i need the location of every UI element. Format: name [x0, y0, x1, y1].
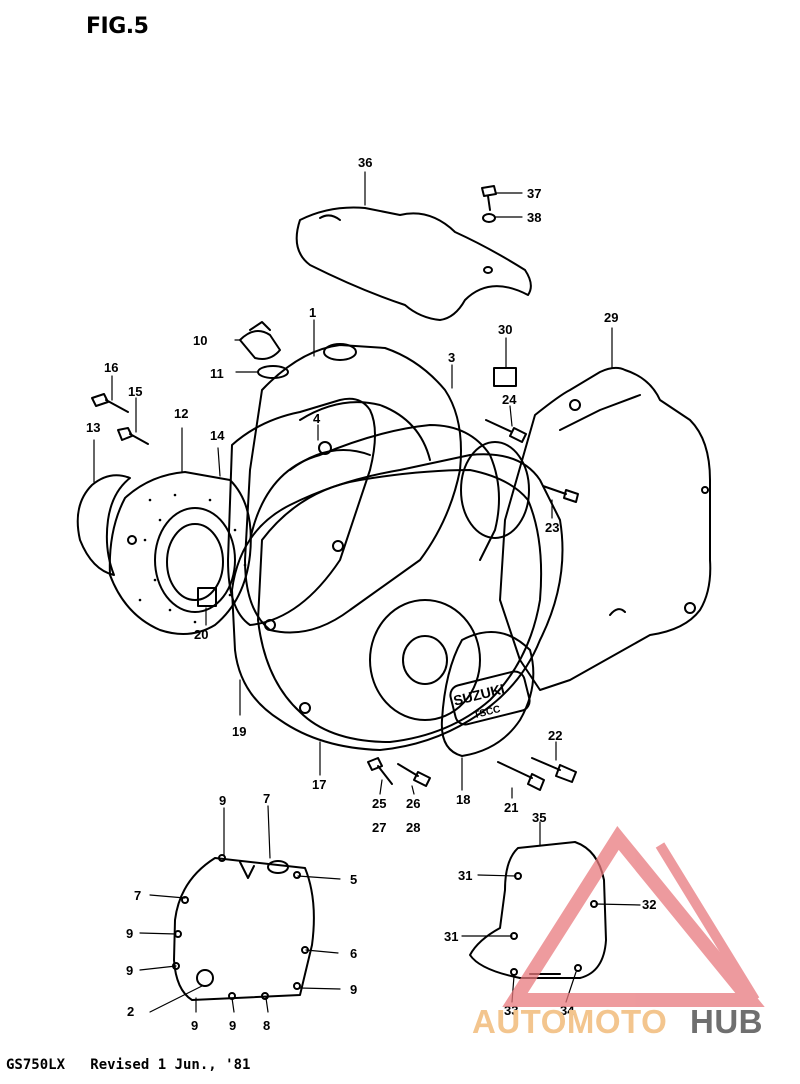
callout-22: 22: [548, 728, 562, 743]
dowel-20: [197, 587, 217, 607]
bolt-15: [117, 427, 149, 445]
bolt-21: [497, 761, 545, 791]
bolt-25: [367, 757, 393, 785]
callout-4: 4: [313, 411, 321, 426]
rear-cover-29: [499, 366, 712, 691]
gasket-13: [76, 474, 131, 576]
lower-gasket: [173, 857, 315, 1001]
watermark-text-right: HUB: [690, 1003, 763, 1040]
dowel-30: [493, 367, 517, 387]
callout-38: 38: [527, 210, 541, 225]
callout-7-left: 7: [134, 888, 141, 903]
callout-35: 35: [532, 810, 546, 825]
callout-9-left-2: 9: [126, 963, 133, 978]
callout-14: 14: [210, 428, 225, 443]
callout-2: 2: [127, 1004, 134, 1019]
callout-36: 36: [358, 155, 372, 170]
callout-21: 21: [504, 800, 518, 815]
callout-19: 19: [232, 724, 246, 739]
top-cover-plate: [295, 206, 532, 321]
callout-18: 18: [456, 792, 470, 807]
o-ring-11: [257, 365, 289, 379]
figure-title: FIG.5: [86, 14, 149, 39]
callout-27: 27: [372, 820, 386, 835]
callout-23: 23: [545, 520, 559, 535]
callout-28: 28: [406, 820, 420, 835]
callout-25: 25: [372, 796, 386, 811]
callout-24: 24: [502, 392, 517, 407]
bolt-24: [485, 419, 527, 443]
bolt-26: [397, 763, 431, 787]
callout-9-top: 9: [219, 793, 226, 808]
gasket-14: [227, 397, 376, 626]
callout-9-left-1: 9: [126, 926, 133, 941]
callout-13: 13: [86, 420, 100, 435]
callout-31-bottom: 31: [444, 929, 458, 944]
callout-31-top: 31: [458, 868, 472, 883]
callout-7-top: 7: [263, 791, 270, 806]
callout-26: 26: [406, 796, 420, 811]
callout-37: 37: [527, 186, 541, 201]
crankcase-cover-1: [244, 344, 462, 634]
callout-30: 30: [498, 322, 512, 337]
callout-9-bottom-2: 9: [229, 1018, 236, 1033]
callout-8: 8: [263, 1018, 270, 1033]
callout-9-right: 9: [350, 982, 357, 997]
washer-38: [482, 213, 496, 223]
watermark-logo: [502, 826, 765, 1007]
figure-footer: GS750LX Revised 1 Jun., '81: [6, 1057, 251, 1073]
callout-12: 12: [174, 406, 188, 421]
watermark-text-left: AUTOMOTO: [472, 1003, 668, 1040]
bolt-23: [542, 485, 579, 503]
badge-cover-18: [440, 631, 535, 757]
generator-cover-17: [257, 469, 543, 743]
gasket-3: [249, 424, 500, 561]
bolt-22: [531, 757, 577, 783]
callout-6: 6: [350, 946, 357, 961]
callout-1: 1: [309, 305, 316, 320]
bolt-16: [91, 393, 129, 413]
callout-10: 10: [193, 333, 207, 348]
oil-filler-cap: [239, 321, 281, 360]
callout-16: 16: [104, 360, 118, 375]
callout-17: 17: [312, 777, 326, 792]
bolt-37: [481, 185, 497, 211]
callout-20: 20: [194, 627, 208, 642]
callout-32: 32: [642, 897, 656, 912]
callout-29: 29: [604, 310, 618, 325]
clutch-cover-12: [108, 471, 252, 635]
callout-15: 15: [128, 384, 142, 399]
callout-9-bottom-1: 9: [191, 1018, 198, 1033]
gasket-19: [231, 453, 564, 751]
callout-5: 5: [350, 872, 357, 887]
callout-11: 11: [210, 366, 224, 381]
callout-3: 3: [448, 350, 455, 365]
